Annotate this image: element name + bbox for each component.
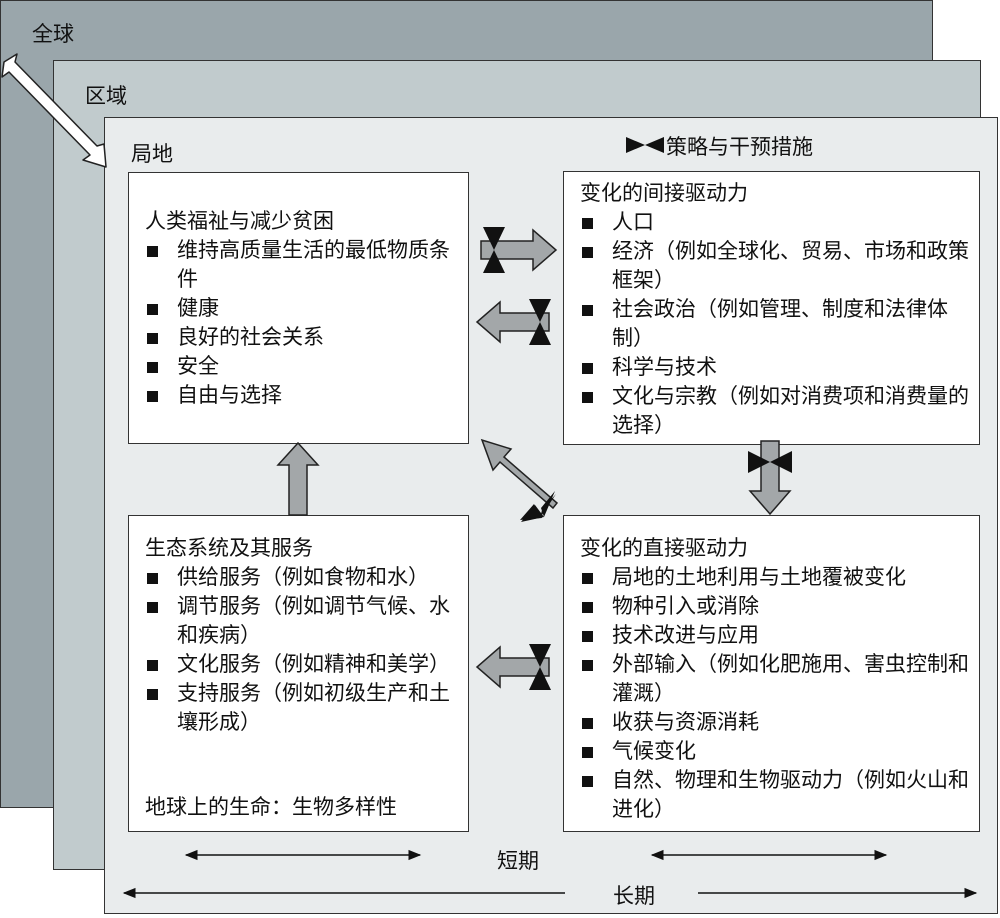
list-item: 文化与宗教（例如对消费项和消费量的选择） [580, 382, 971, 440]
direct-drivers-title: 变化的直接驱动力 [580, 536, 748, 560]
regional-label: 区域 [85, 84, 127, 108]
direct-drivers-box: 变化的直接驱动力 局地的土地利用与土地覆被变化 物种引入或消除 技术改进与应用 … [563, 515, 980, 832]
list-item: 安全 [145, 352, 460, 381]
bullet-icon [147, 602, 158, 613]
bullet-icon [582, 747, 593, 758]
legend-bowtie-icon [626, 137, 664, 153]
bullet-icon [582, 573, 593, 584]
bullet-icon [147, 689, 158, 700]
ecosystem-services-list: 供给服务（例如食物和水） 调节服务（例如调节气候、水和疾病） 文化服务（例如精神… [145, 563, 460, 737]
arrow-indirect-to-direct [748, 440, 792, 516]
direct-drivers-list: 局地的土地利用与土地覆被变化 物种引入或消除 技术改进与应用 外部输入（例如化肥… [580, 563, 971, 824]
list-item: 科学与技术 [580, 353, 971, 382]
list-item: 维持高质量生活的最低物质条件 [145, 236, 460, 294]
human-wellbeing-box: 人类福祉与减少贫困 维持高质量生活的最低物质条件 健康 良好的社会关系 安全 自… [128, 172, 469, 444]
list-item: 经济（例如全球化、贸易、市场和政策框架） [580, 237, 971, 295]
bullet-icon [582, 660, 593, 671]
biodiversity-footer: 地球上的生命：生物多样性 [145, 795, 397, 819]
list-item: 文化服务（例如精神和美学） [145, 650, 460, 679]
list-item: 外部输入（例如化肥施用、害虫控制和灌溉） [580, 650, 971, 708]
indirect-drivers-box: 变化的间接驱动力 人口 经济（例如全球化、贸易、市场和政策框架） 社会政治（例如… [563, 171, 980, 445]
bullet-icon [147, 660, 158, 671]
list-item: 技术改进与应用 [580, 621, 971, 650]
arrow-wellbeing-to-indirect [480, 227, 558, 273]
bullet-icon [147, 304, 158, 315]
human-wellbeing-list: 维持高质量生活的最低物质条件 健康 良好的社会关系 安全 自由与选择 [145, 236, 460, 410]
arrow-indirect-to-wellbeing [475, 299, 551, 345]
legend-label: 策略与干预措施 [666, 135, 813, 159]
scale-double-arrow [1, 53, 107, 168]
list-item: 健康 [145, 294, 460, 323]
intervention-bowtie-icon [529, 299, 551, 345]
bullet-icon [582, 602, 593, 613]
bullet-icon [582, 305, 593, 316]
bullet-icon [582, 247, 593, 258]
bullet-icon [582, 631, 593, 642]
bullet-icon [147, 391, 158, 402]
bullet-icon [147, 362, 158, 373]
list-item: 收获与资源消耗 [580, 708, 971, 737]
list-item: 支持服务（例如初级生产和土壤形成） [145, 679, 460, 737]
arrow-direct-to-ecosystem [475, 644, 551, 690]
list-item: 自然、物理和生物驱动力（例如火山和进化） [580, 766, 971, 824]
list-item: 人口 [580, 208, 971, 237]
list-item: 供给服务（例如食物和水） [145, 563, 460, 592]
list-item: 气候变化 [580, 737, 971, 766]
human-wellbeing-title: 人类福祉与减少贫困 [145, 209, 334, 233]
bullet-icon [147, 573, 158, 584]
intervention-bowtie-icon [748, 451, 792, 473]
bullet-icon [147, 333, 158, 344]
long-term-label: 长期 [613, 884, 655, 908]
short-term-label: 短期 [497, 849, 539, 873]
ecosystem-services-title: 生态系统及其服务 [145, 536, 313, 560]
bullet-icon [582, 218, 593, 229]
list-item: 良好的社会关系 [145, 323, 460, 352]
intervention-bowtie-icon [483, 227, 505, 273]
list-item: 自由与选择 [145, 381, 460, 410]
local-label: 局地 [131, 142, 173, 166]
bullet-icon [582, 776, 593, 787]
bullet-icon [582, 363, 593, 374]
intervention-bowtie-icon [529, 644, 551, 690]
indirect-drivers-list: 人口 经济（例如全球化、贸易、市场和政策框架） 社会政治（例如管理、制度和法律体… [580, 208, 971, 440]
bullet-icon [582, 392, 593, 403]
bullet-icon [147, 246, 158, 257]
list-item: 调节服务（例如调节气候、水和疾病） [145, 592, 460, 650]
bullet-icon [582, 718, 593, 729]
global-label: 全球 [32, 22, 74, 46]
list-item: 社会政治（例如管理、制度和法律体制） [580, 295, 971, 353]
arrow-direct-to-wellbeing [480, 438, 559, 522]
list-item: 局地的土地利用与土地覆被变化 [580, 563, 971, 592]
arrow-ecosystem-to-wellbeing [276, 441, 320, 516]
ecosystem-services-box: 生态系统及其服务 供给服务（例如食物和水） 调节服务（例如调节气候、水和疾病） … [128, 515, 469, 832]
list-item: 物种引入或消除 [580, 592, 971, 621]
indirect-drivers-title: 变化的间接驱动力 [580, 181, 748, 205]
